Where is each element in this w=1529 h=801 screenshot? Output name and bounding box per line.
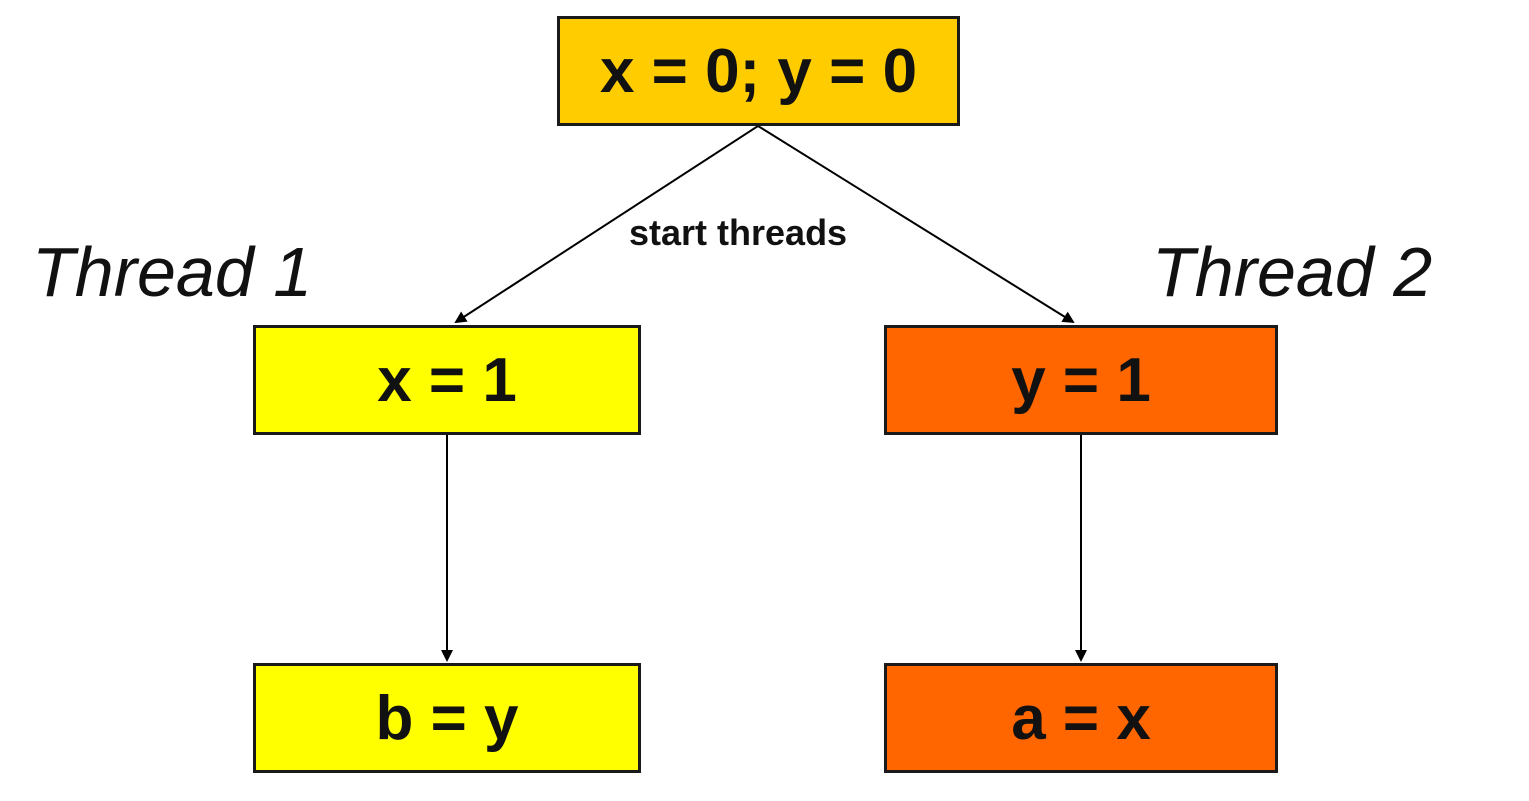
thread1-step2-label: b = y <box>375 683 519 753</box>
thread2-step2-label: a = x <box>1011 683 1151 753</box>
thread2-step1-label: y = 1 <box>1011 345 1151 415</box>
thread2-title: Thread 2 <box>1152 233 1433 311</box>
thread2-step1-node: y = 1 <box>884 325 1278 435</box>
init-node-label: x = 0; y = 0 <box>599 36 918 106</box>
init-node: x = 0; y = 0 <box>557 16 960 126</box>
edge-init-to-thread1 <box>454 125 759 324</box>
thread1-title: Thread 1 <box>32 233 313 311</box>
thread2-step2-node: a = x <box>884 663 1278 773</box>
start-threads-label: start threads <box>629 212 848 253</box>
thread1-step2-node: b = y <box>253 663 641 773</box>
edge-init-to-thread2 <box>757 125 1075 324</box>
thread1-step1-label: x = 1 <box>377 345 517 415</box>
thread1-step1-node: x = 1 <box>253 325 641 435</box>
